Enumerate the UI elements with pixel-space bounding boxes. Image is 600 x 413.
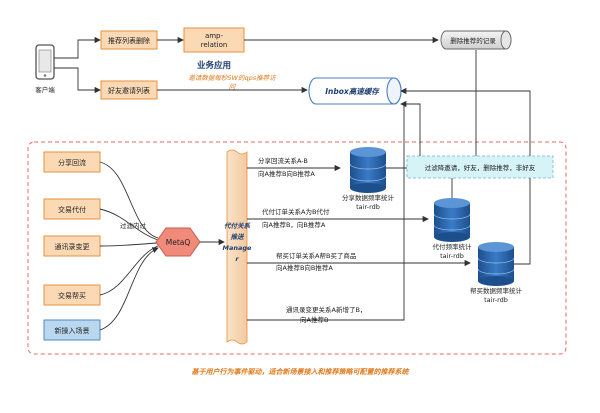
- contacts-flow-line: [247, 152, 405, 321]
- filter-bar: [406, 155, 554, 179]
- recommend-delete-label: 推荐列表删除: [108, 36, 150, 45]
- business-note-1: 邀请数据每秒5W的qps推荐访: [188, 74, 277, 82]
- manager-label-4: r: [235, 255, 239, 263]
- trade-flow-label-1: 代付订单关系A为B代付: [262, 207, 330, 216]
- help-db-label-2: tair-rdb: [484, 296, 508, 304]
- event-trade-label: 交易代付: [58, 205, 86, 214]
- contacts-flow-label-1: 通讯录变更关系A新增了B，: [286, 305, 366, 314]
- trade-db-icon: [433, 198, 471, 242]
- trade-db-label-1: 代付频率统计: [433, 242, 473, 251]
- client-phone-icon: [35, 44, 55, 80]
- friend-invite-label: 好友邀请列表: [108, 86, 150, 95]
- event-share-label: 分享回流: [58, 158, 86, 167]
- share-db-icon: [349, 147, 387, 193]
- event-new-user-label: 新操入场景: [55, 326, 90, 335]
- amp-relation-label-2: relation: [201, 41, 228, 49]
- footer-caption: 基于用户行为事件驱动，适合新场景接入和推荐策略可配置的推荐系统: [192, 367, 411, 376]
- phone-to-recommend-arrow: [54, 36, 101, 59]
- filter-inner-label: 过滤内过: [120, 221, 147, 230]
- manager-bar: [226, 149, 248, 345]
- event-processing-region: [27, 141, 567, 355]
- inbox-label: Inbox高速缓存: [325, 87, 380, 96]
- business-title: 业务应用: [197, 60, 231, 71]
- metaq-hexagon: [155, 227, 201, 257]
- event-help-buy-label: 交易帮买: [58, 291, 86, 300]
- filter-bar-label: 过滤降邀请，好友，删除推荐，非好友: [425, 163, 536, 172]
- phone-to-invite-arrow: [54, 67, 101, 94]
- help-db-up-line: [514, 178, 531, 265]
- share-db-label-2: tair-rdb: [356, 203, 380, 211]
- contacts-flow-label-2: 向A推荐B: [300, 315, 328, 324]
- metaq-label: MetaQ: [166, 238, 191, 247]
- deleted-records-cylinder: [440, 30, 512, 50]
- trade-flow-label-2: 向A推荐B，向B推荐A: [262, 220, 326, 229]
- help-db-label-1: 帮买数据频率统计: [470, 286, 523, 295]
- manager-label-1: 代付关系: [224, 222, 252, 230]
- share-flow-label-1: 分享回流关系A-B: [258, 156, 308, 165]
- help-flow-label-2: 向A推荐B向B推荐A: [276, 263, 333, 272]
- help-db-icon: [477, 242, 515, 286]
- event-contacts-label: 通讯录变更: [55, 242, 90, 251]
- share-db-label-1: 分享数据频率统计: [342, 193, 395, 202]
- events-to-metaq-curves: [99, 161, 159, 331]
- amp-relation-label-1: amp-: [205, 32, 224, 40]
- business-note-2: 问: [229, 83, 237, 91]
- deleted-records-label: 删除推荐的记录: [450, 36, 496, 45]
- manager-label-2: 推送: [231, 233, 246, 241]
- inbox-cache-cylinder: [308, 77, 402, 105]
- trade-db-label-2: tair-rdb: [440, 252, 464, 260]
- client-label: 客户端: [35, 85, 55, 94]
- manager-label-3: Manage: [223, 244, 253, 252]
- help-flow-label-1: 帮买订单关系A帮B买了商品: [276, 251, 356, 260]
- filter-to-inbox-arrow: [400, 100, 421, 156]
- amp-relation-box: [183, 27, 245, 53]
- help-to-inbox-arrow: [400, 87, 531, 156]
- share-flow-label-2: 向A推荐B向B推荐A: [258, 169, 315, 178]
